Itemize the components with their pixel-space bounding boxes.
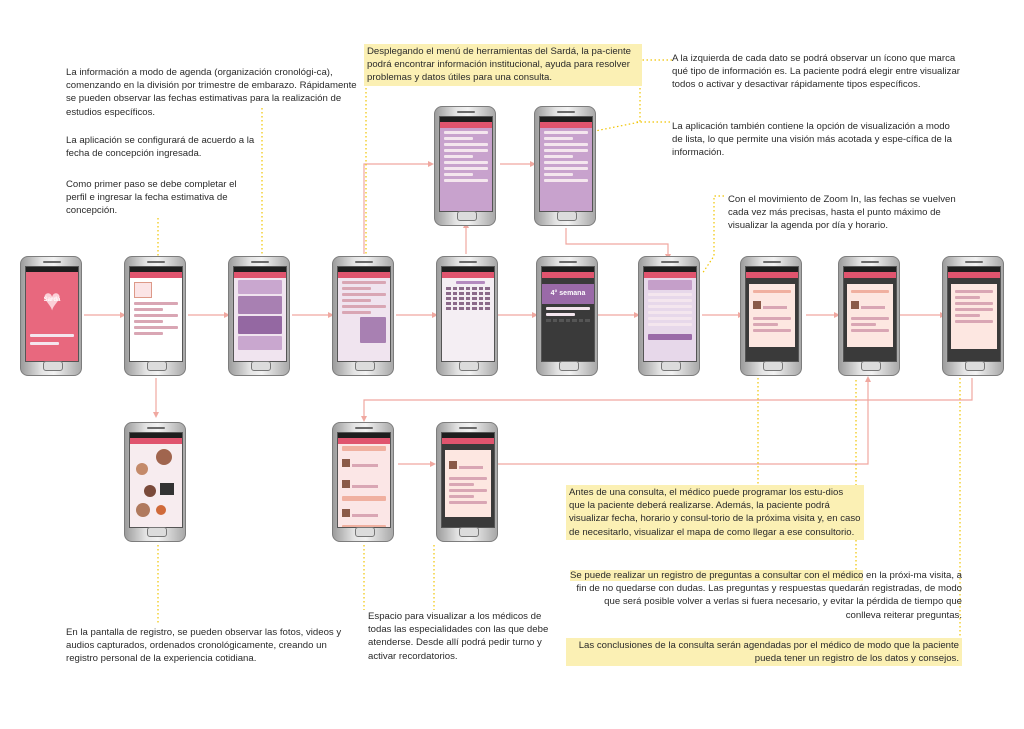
photo-thumbnail bbox=[136, 503, 150, 517]
phone-splash: ♥ Sardá bbox=[20, 256, 82, 376]
note-iconos: A la izquierda de cada dato se podrá obs… bbox=[672, 53, 960, 91]
doctor-avatar bbox=[449, 460, 457, 469]
note-consulta: Antes de una consulta, el médico puede p… bbox=[566, 485, 864, 540]
note-preguntas-highlight: Se puede realizar un registro de pregunt… bbox=[570, 570, 864, 581]
phone-consulta-2 bbox=[838, 256, 900, 376]
photo-thumbnail bbox=[144, 485, 156, 497]
phone-consulta-1 bbox=[740, 256, 802, 376]
phone-lista bbox=[638, 256, 700, 376]
note-preguntas: Se puede realizar un registro de pregunt… bbox=[570, 569, 962, 622]
splash-logo: Sardá bbox=[43, 297, 61, 303]
note-agenda: La información a modo de agenda (organiz… bbox=[66, 67, 357, 118]
note-zoom: Con el movimiento de Zoom In, las fechas… bbox=[728, 194, 956, 232]
phone-perfil bbox=[124, 256, 186, 376]
phone-semana: 4° semana bbox=[536, 256, 598, 376]
heart-logo-icon: ♥ bbox=[43, 284, 61, 317]
photo-thumbnail bbox=[136, 463, 148, 475]
phone-herramientas-1 bbox=[434, 106, 496, 226]
phone-herramientas-2 bbox=[534, 106, 596, 226]
doctor-avatar bbox=[851, 300, 859, 309]
phone-medico-detalle bbox=[436, 422, 498, 542]
note-perfil: Como primer paso se debe completar el pe… bbox=[66, 179, 237, 217]
doctor-avatar bbox=[342, 479, 350, 488]
note-config: La aplicación se configurará de acuerdo … bbox=[66, 135, 255, 160]
phone-registro bbox=[124, 422, 186, 542]
phone-medicos bbox=[332, 422, 394, 542]
doctor-avatar bbox=[342, 508, 350, 517]
profile-photo-icon bbox=[134, 282, 152, 298]
note-registro: En la pantalla de registro, se pueden ob… bbox=[66, 627, 342, 665]
note-preguntas-rest: en la próxi-ma visita, a fin de no queda… bbox=[576, 570, 962, 621]
note-herramientas: Desplegando el menú de herramientas del … bbox=[364, 44, 642, 86]
phone-trimestres bbox=[228, 256, 290, 376]
week-label: 4° semana bbox=[550, 290, 586, 297]
doctor-avatar bbox=[753, 300, 761, 309]
phone-calendario bbox=[436, 256, 498, 376]
photo-thumbnail bbox=[156, 449, 172, 465]
phone-menu bbox=[332, 256, 394, 376]
note-conclusiones: Las conclusiones de la consulta serán ag… bbox=[566, 638, 962, 667]
phone-conclusiones bbox=[942, 256, 1004, 376]
photo-thumbnail bbox=[156, 505, 166, 515]
photo-thumbnail bbox=[160, 483, 174, 495]
doctor-avatar bbox=[342, 458, 350, 467]
note-medicos: Espacio para visualizar a los médicos de… bbox=[368, 611, 549, 662]
note-lista: La aplicación también contiene la opción… bbox=[672, 121, 952, 159]
